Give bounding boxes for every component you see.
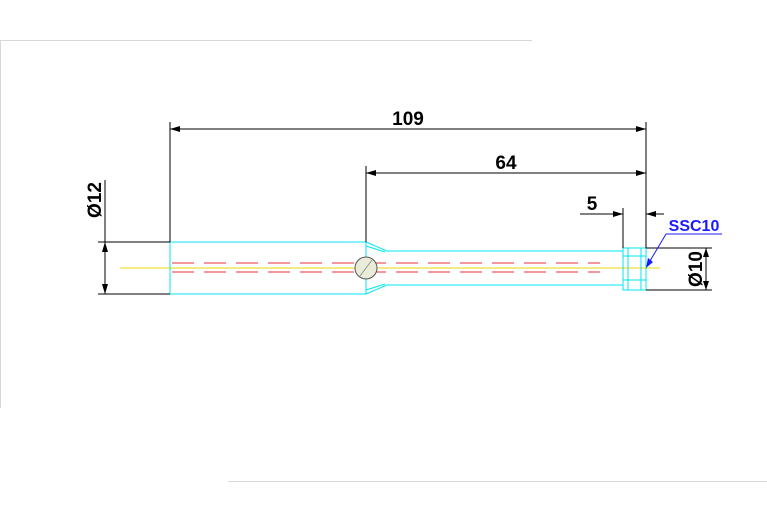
arrow-109-right [636, 126, 646, 132]
arrow-dia10-top [703, 248, 709, 257]
frame-left-line [0, 40, 1, 408]
dimension-lines [98, 122, 712, 295]
arrow-64-left [366, 170, 376, 176]
arrow-dia12-top [102, 242, 108, 252]
cross-hole-hatch [359, 259, 373, 277]
arrow-dia10-bottom [703, 281, 709, 290]
hidden-lines [172, 262, 600, 273]
arrow-5-left [613, 211, 623, 217]
callout-text: SSC10 [669, 218, 720, 235]
arrow-109-left [170, 126, 180, 132]
arrow-64-right [636, 170, 646, 176]
cross-hole [354, 256, 378, 280]
dim-text-109: 109 [392, 109, 424, 130]
arrow-5-right [646, 211, 656, 217]
arrow-dia12-bottom [102, 284, 108, 294]
taper-bottom [365, 284, 623, 295]
frame-bottom-line [228, 481, 767, 482]
callout-leader [646, 233, 722, 267]
arrowheads [102, 126, 709, 294]
frame-top-line [0, 40, 532, 41]
tip-section [622, 247, 647, 291]
taper-line-upper [365, 245, 386, 253]
dim-text-5: 5 [587, 194, 598, 215]
callout-arrow [646, 258, 653, 268]
dim-text-dia10: Ø10 [686, 251, 707, 287]
dim-text-64: 64 [495, 153, 517, 174]
taper-top [365, 241, 623, 252]
dim-text-dia12: Ø12 [85, 182, 106, 218]
taper-line-lower [365, 283, 386, 291]
